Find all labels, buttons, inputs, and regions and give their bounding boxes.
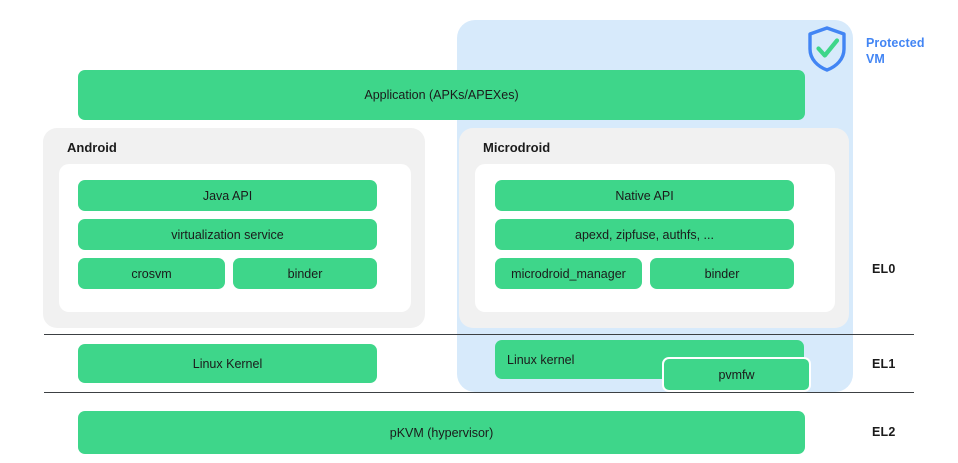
application-box: Application (APKs/APEXes) [78,70,805,120]
el1-label: EL1 [872,357,896,371]
el1-el2-divider [44,392,914,393]
microdroid-manager-box: microdroid_manager [495,258,642,289]
microdroid-services-box: apexd, zipfuse, authfs, ... [495,219,794,250]
protected-vm-label: Protected VM [866,35,952,67]
host-linux-kernel-box: Linux Kernel [78,344,377,383]
el2-label: EL2 [872,425,896,439]
pvmfw-box: pvmfw [662,357,811,392]
pkvm-hypervisor-box: pKVM (hypervisor) [78,411,805,454]
android-virtualization-service-box: virtualization service [78,219,377,250]
android-binder-box: binder [233,258,377,289]
el0-el1-divider [44,334,914,335]
shield-check-icon [805,25,849,73]
microdroid-native-api-box: Native API [495,180,794,211]
microdroid-binder-box: binder [650,258,794,289]
android-java-api-box: Java API [78,180,377,211]
protected-vm-label-line1: Protected [866,36,925,50]
protected-vm-label-line2: VM [866,52,885,66]
el0-label: EL0 [872,262,896,276]
android-panel-title: Android [67,140,117,155]
microdroid-panel-title: Microdroid [483,140,551,155]
android-crosvm-box: crosvm [78,258,225,289]
